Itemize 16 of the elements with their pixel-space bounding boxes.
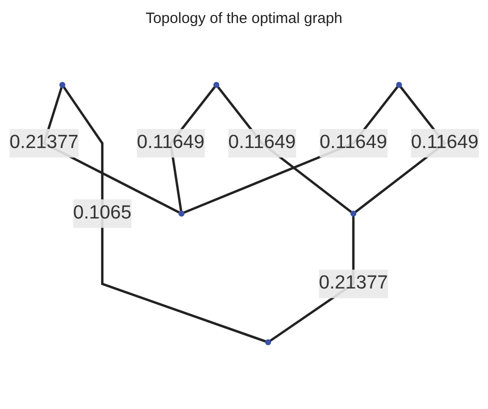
node-circle: [178, 210, 184, 216]
connector: [183, 86, 398, 214]
node-circle: [265, 339, 272, 346]
edge-label: 0.21377: [10, 132, 78, 153]
connector: [216, 86, 352, 213]
edge-label: 0.1065: [73, 202, 132, 224]
edge-label: 0.11649: [410, 132, 478, 153]
edge-label: 0.11649: [320, 132, 388, 153]
edge-label: 0.21377: [318, 273, 388, 294]
node-circle: [59, 82, 66, 88]
node-circle: [350, 210, 356, 216]
chart-title: Topology of the optimal graph: [144, 10, 344, 27]
edge-label: 0.11649: [228, 132, 296, 153]
node-circle: [396, 82, 402, 88]
edge-label: 0.11649: [136, 132, 204, 153]
node-circle: [213, 82, 220, 88]
